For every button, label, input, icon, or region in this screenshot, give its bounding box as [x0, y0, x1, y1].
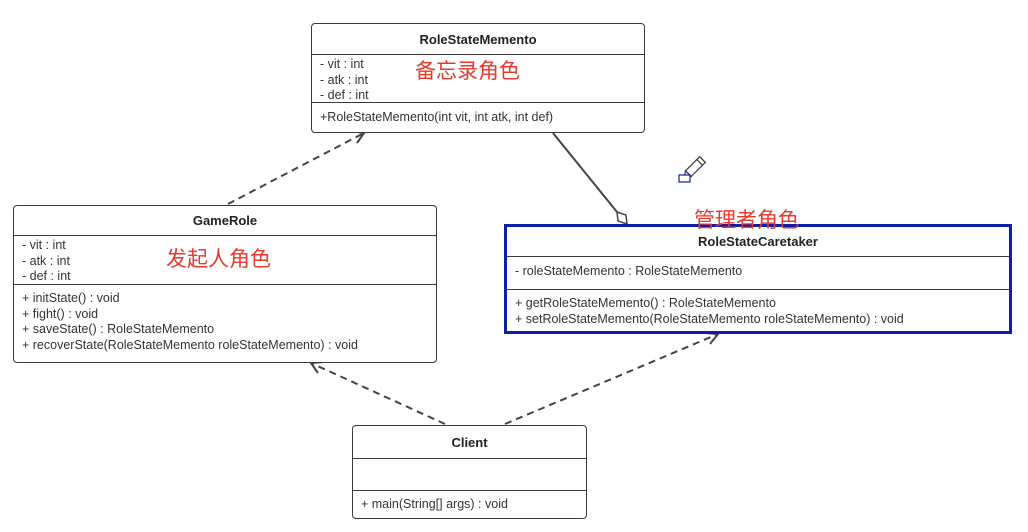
method: + initState() : void	[22, 291, 120, 305]
class-name: RoleStateCaretaker	[507, 227, 1009, 257]
attribute: - roleStateMemento : RoleStateMemento	[515, 264, 743, 278]
attributes-section: - vit : int - atk : int - def : int	[14, 236, 436, 285]
method: + main(String[] args) : void	[361, 497, 508, 511]
attributes-section: - roleStateMemento : RoleStateMemento	[507, 257, 1009, 290]
aggregation-diamond	[616, 210, 628, 226]
method: + fight() : void	[22, 306, 99, 321]
method: + setRoleStateMemento(RoleStateMemento r…	[515, 311, 904, 326]
methods-section: + getRoleStateMemento() : RoleStateMemen…	[507, 290, 1009, 327]
class-role-state-memento[interactable]: RoleStateMemento - vit : int - atk : int…	[311, 23, 645, 133]
attribute: - vit : int	[320, 57, 364, 71]
memento-role-annotation: 备忘录角色	[415, 59, 520, 83]
methods-section: + main(String[] args) : void	[353, 491, 586, 513]
dependency-gamerole-memento	[227, 132, 365, 205]
attribute: - atk : int	[320, 72, 368, 87]
aggregation-caretaker-memento	[552, 132, 618, 213]
attribute: - def : int	[320, 88, 369, 102]
attribute: - vit : int	[22, 238, 66, 252]
class-client[interactable]: Client + main(String[] args) : void	[352, 425, 587, 519]
class-role-state-caretaker[interactable]: RoleStateCaretaker - roleStateMemento : …	[504, 224, 1012, 334]
method: +RoleStateMemento(int vit, int atk, int …	[320, 110, 554, 124]
methods-section: +RoleStateMemento(int vit, int atk, int …	[312, 103, 644, 126]
class-name: GameRole	[14, 206, 436, 236]
originator-role-annotation: 发起人角色	[166, 247, 271, 271]
method: + saveState() : RoleStateMemento	[22, 322, 215, 336]
attribute: - def : int	[22, 269, 71, 283]
dependency-client-caretaker	[504, 333, 719, 425]
methods-section: + initState() : void + fight() : void + …	[14, 285, 436, 353]
class-game-role[interactable]: GameRole - vit : int - atk : int - def :…	[13, 205, 437, 363]
attributes-section	[353, 459, 586, 491]
method: + recoverState(RoleStateMemento roleStat…	[22, 337, 358, 352]
class-name: RoleStateMemento	[312, 24, 644, 55]
caretaker-role-annotation: 管理者角色	[694, 208, 799, 232]
class-name: Client	[353, 426, 586, 459]
attributes-section: - vit : int - atk : int - def : int	[312, 55, 644, 103]
dependency-client-gamerole	[310, 362, 446, 425]
resize-handle-icon[interactable]	[678, 174, 691, 183]
method: + getRoleStateMemento() : RoleStateMemen…	[515, 296, 776, 310]
attribute: - atk : int	[22, 253, 70, 268]
